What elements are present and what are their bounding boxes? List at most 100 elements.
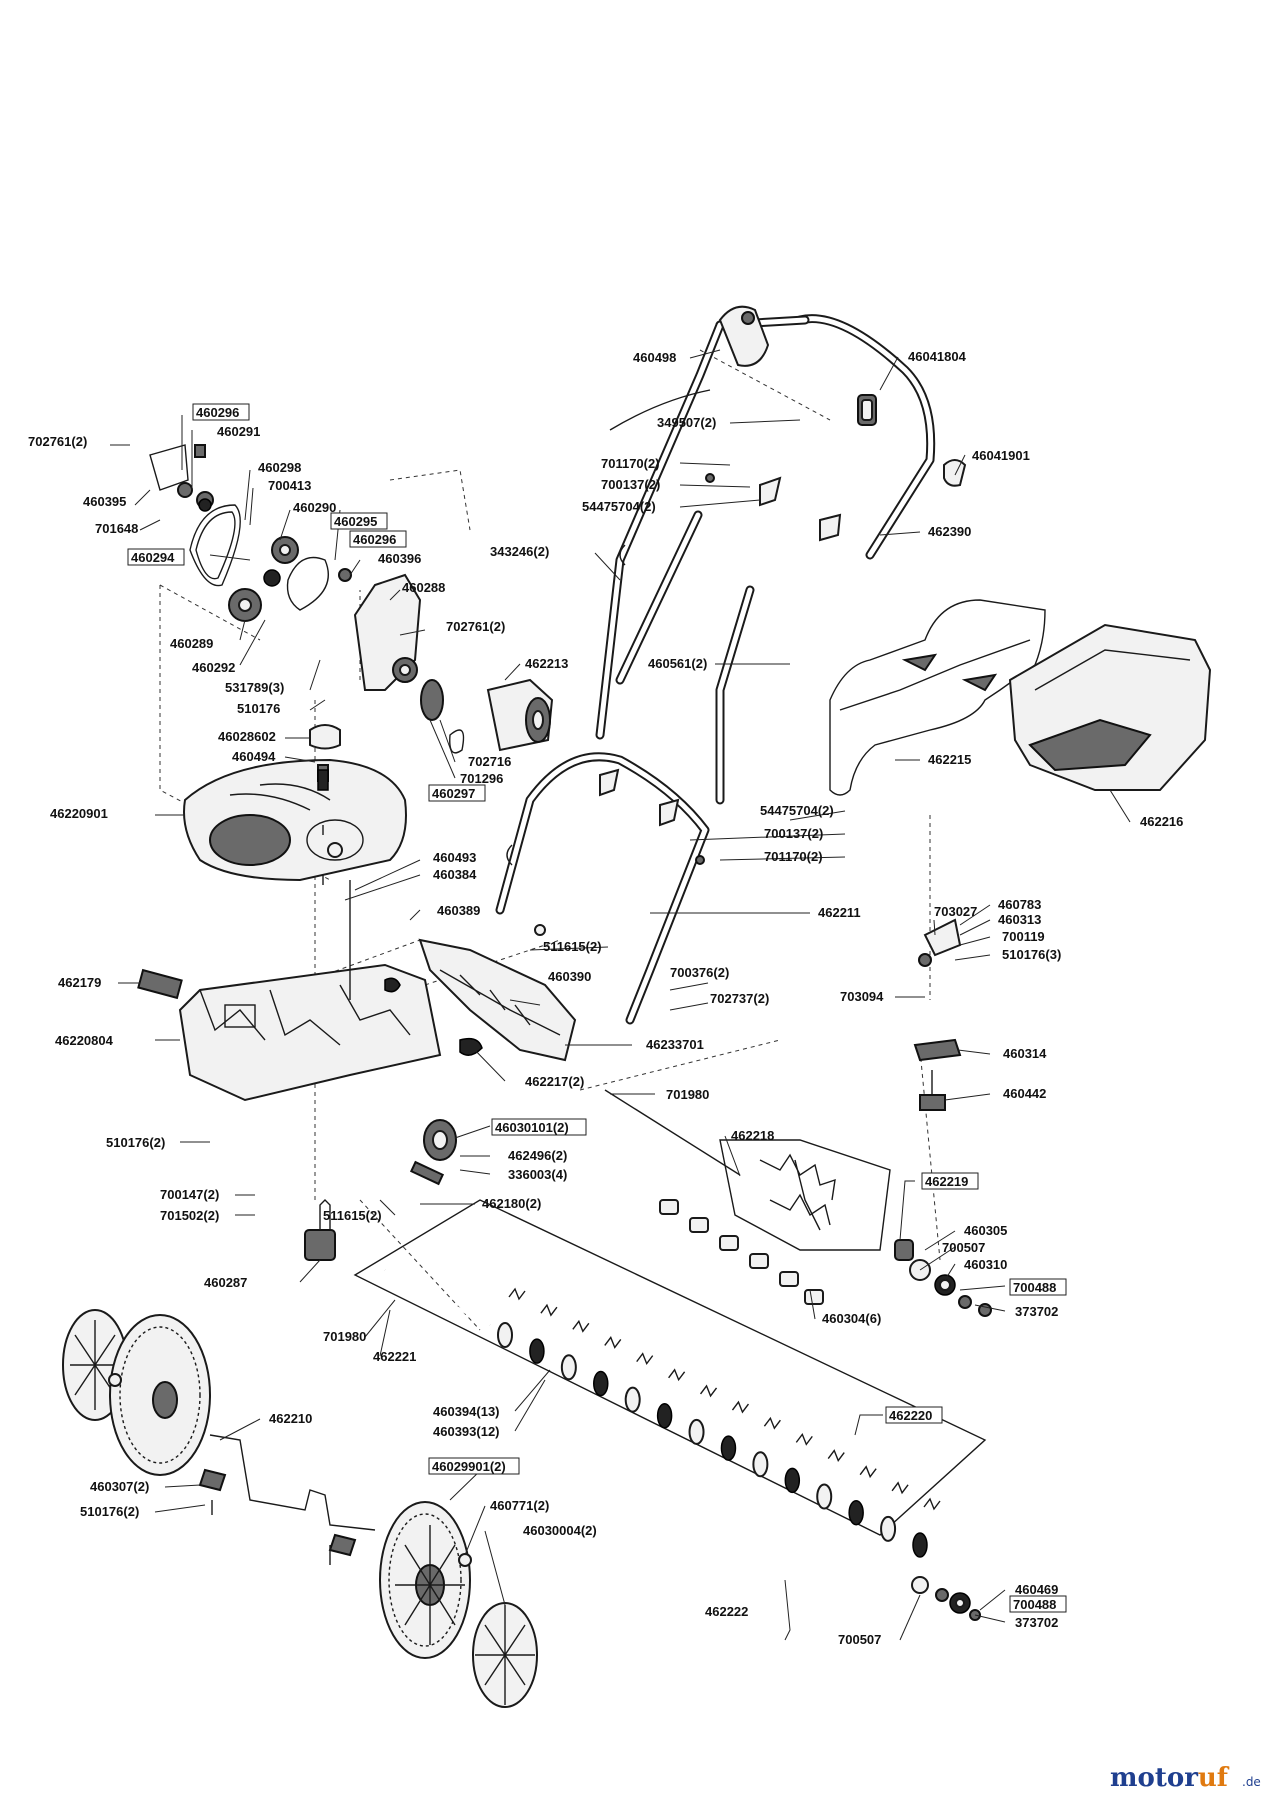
top-cover	[183, 724, 407, 882]
part-label: 460771(2)	[490, 1498, 549, 1513]
part-label: 460289	[170, 636, 213, 651]
part-label: 336003(4)	[508, 1167, 567, 1182]
part-label: 460389	[437, 903, 480, 918]
part-label: 460393(12)	[433, 1424, 500, 1439]
part-label: 462390	[928, 524, 971, 539]
grass-bag	[1008, 623, 1212, 791]
scarifier-cutters	[759, 1153, 836, 1231]
scarifier-comb-assembly	[659, 1139, 992, 1317]
svg-text:460296: 460296	[196, 405, 239, 420]
part-label: 700413	[268, 478, 311, 493]
svg-text:462219: 462219	[925, 1174, 968, 1189]
part-label: 460313	[998, 912, 1041, 927]
roller-spring	[891, 1481, 909, 1495]
part-label: 701170(2)	[764, 849, 823, 864]
part-label: 460296	[349, 530, 407, 548]
part-label: 460469	[1015, 1582, 1058, 1597]
part-label: 702761(2)	[28, 434, 87, 449]
brand-logo: motoruf .de	[1110, 1763, 1261, 1793]
part-label: 460295	[330, 512, 388, 530]
part-label: 700137(2)	[601, 477, 660, 492]
part-label: 460288	[402, 580, 445, 595]
svg-text:462220: 462220	[889, 1408, 932, 1423]
height-adjustment-lever	[913, 918, 962, 1111]
roller-disc	[497, 1322, 513, 1348]
part-label: 462210	[269, 1411, 312, 1426]
part-label: 460395	[83, 494, 126, 509]
roller-spring	[636, 1352, 654, 1366]
part-label: 460292	[192, 660, 235, 675]
part-label: 460298	[258, 460, 301, 475]
part-label: 462213	[525, 656, 568, 671]
roller-spring	[827, 1449, 845, 1462]
rear-flap	[418, 938, 577, 1062]
part-label: 462217(2)	[525, 1074, 584, 1089]
part-label: 462496(2)	[508, 1148, 567, 1163]
part-label: 46220901	[50, 806, 108, 821]
roller-spring	[540, 1303, 558, 1317]
part-label: 460310	[964, 1257, 1007, 1272]
part-label: 460294	[127, 548, 185, 566]
part-label: 460296	[192, 403, 250, 421]
brand-suffix: .de	[1242, 1775, 1261, 1789]
part-label: 46030101(2)	[491, 1118, 587, 1136]
roller-disc	[593, 1370, 609, 1397]
part-label: 701980	[666, 1087, 709, 1102]
roller-disc	[816, 1483, 833, 1510]
part-label: 343246(2)	[490, 544, 549, 559]
part-label: 373702	[1015, 1615, 1058, 1630]
part-label: 462180(2)	[482, 1196, 541, 1211]
wheel-front	[379, 1501, 538, 1708]
part-label: 460442	[1003, 1086, 1046, 1101]
part-label: 700507	[942, 1240, 985, 1255]
part-label: 46028602	[218, 729, 276, 744]
part-label: 700137(2)	[764, 826, 823, 841]
part-label: 54475704(2)	[582, 499, 656, 514]
part-label: 460783	[998, 897, 1041, 912]
part-label: 462215	[928, 752, 971, 767]
belt-drive-assembly	[149, 444, 422, 691]
roller-spring	[604, 1336, 622, 1349]
part-label: 462222	[705, 1604, 748, 1619]
part-label: 460291	[217, 424, 260, 439]
roller-disc	[560, 1354, 577, 1381]
part-label: 460493	[433, 850, 476, 865]
part-label: 46029901(2)	[428, 1457, 520, 1475]
part-label: 460290	[293, 500, 336, 515]
part-label: 462211	[818, 905, 861, 920]
part-label: 46220804	[55, 1033, 114, 1048]
part-label: 46041901	[972, 448, 1030, 463]
roller-assembly	[353, 1199, 987, 1621]
leader-lines	[110, 349, 1131, 1641]
part-label: 460394(13)	[433, 1404, 500, 1419]
part-label: 460287	[204, 1275, 247, 1290]
part-label: 700119	[1002, 929, 1045, 944]
part-label: 510176(2)	[80, 1504, 139, 1519]
part-label: 510176(3)	[1002, 947, 1061, 962]
part-label: 700147(2)	[160, 1187, 219, 1202]
part-label: 460396	[378, 551, 421, 566]
part-label: 462221	[373, 1349, 416, 1364]
brand-name: motoruf	[1110, 1763, 1230, 1793]
svg-text:460296: 460296	[353, 532, 396, 547]
part-label: 703027	[934, 904, 977, 919]
roller-disc	[656, 1403, 673, 1429]
height-axle	[198, 1434, 376, 1565]
part-label: 462219	[921, 1172, 979, 1190]
part-label: 460307(2)	[90, 1479, 149, 1494]
part-label: 700488	[1009, 1278, 1067, 1296]
svg-text:700488: 700488	[1013, 1597, 1056, 1612]
part-label: 462220	[885, 1406, 943, 1424]
roller-disc	[688, 1418, 705, 1445]
roller-spring	[699, 1384, 718, 1398]
part-label: 700488	[1009, 1595, 1067, 1613]
handle-fittings	[506, 305, 967, 936]
part-label: 460314	[1003, 1046, 1047, 1061]
part-label: 460297	[428, 784, 486, 802]
svg-text:700488: 700488	[1013, 1280, 1056, 1295]
part-label: 702737(2)	[710, 991, 769, 1006]
part-label: 460304(6)	[822, 1311, 881, 1326]
part-label: 701980	[323, 1329, 366, 1344]
part-label: 701648	[95, 521, 138, 536]
